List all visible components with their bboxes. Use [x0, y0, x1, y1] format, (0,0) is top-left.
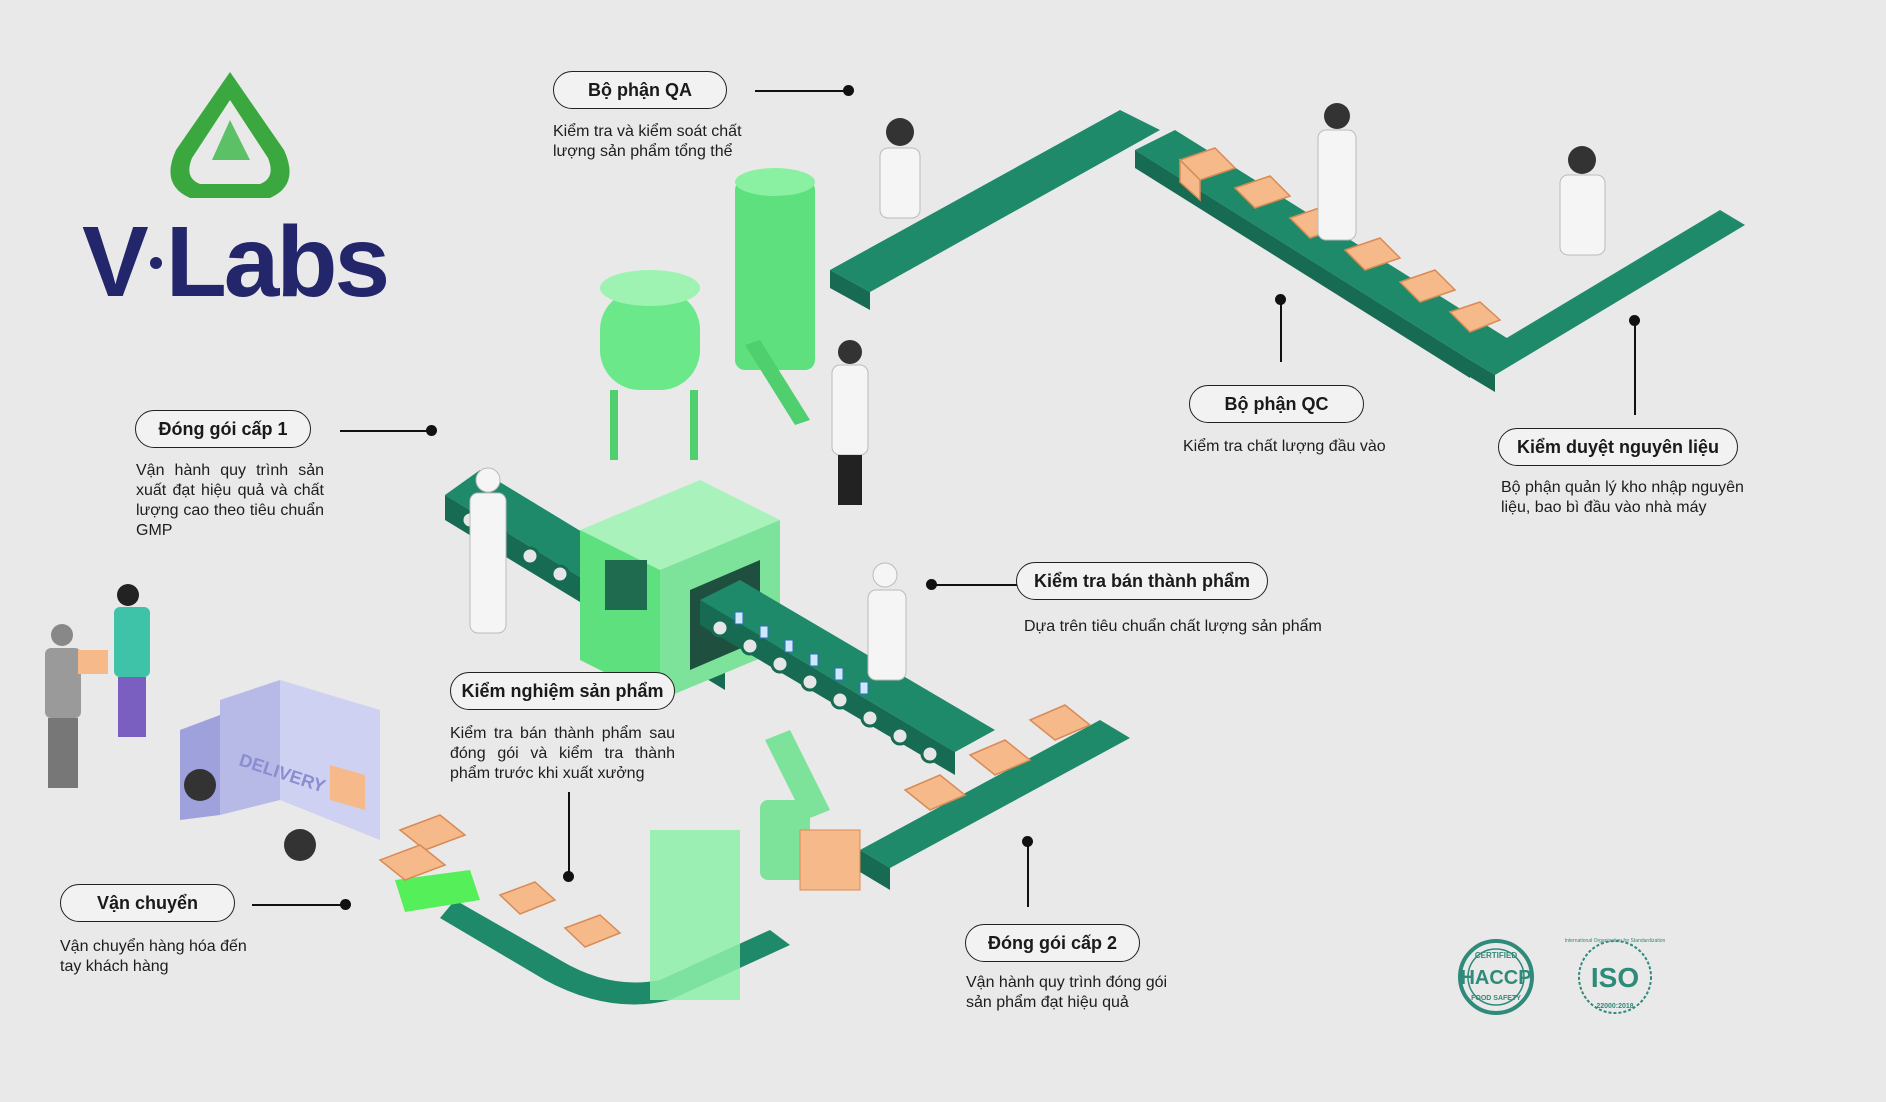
vlabs-logo-mark [170, 72, 290, 198]
pack1-desc: Vận hành quy trình sản xuất đạt hiệu quả… [136, 462, 324, 539]
brand-dot [149, 256, 162, 269]
test-dot [563, 871, 574, 882]
bottom-conveyor [378, 814, 790, 1005]
test-title: Kiểm nghiệm sản phẩm [450, 672, 675, 710]
ship-desc: Vận chuyển hàng hóa đến tay khách hàng [60, 938, 247, 975]
brand-name-right: Labs [165, 206, 390, 318]
qc-dot [1275, 294, 1286, 305]
worker-tank [831, 340, 869, 505]
iso-badge [1578, 940, 1652, 1014]
brand-name-left: V [82, 206, 149, 318]
upper-conveyor [830, 110, 1745, 392]
iso-standard: 22000:2018 [1596, 1003, 1633, 1010]
qa-title: Bộ phận QA [553, 71, 727, 109]
haccp-name: HACCP [1460, 967, 1531, 989]
pack1-leader [340, 430, 430, 432]
qc-leader [1280, 300, 1282, 362]
test-leader [568, 792, 570, 872]
pack2-title: Đóng gói cấp 2 [965, 924, 1140, 962]
robot-arm [760, 730, 861, 891]
delivery-truck [180, 680, 380, 861]
iso-name: ISO [1591, 962, 1639, 993]
qa-desc: Kiểm tra và kiểm soát chất lượng sản phẩ… [553, 123, 742, 160]
customer [114, 584, 150, 737]
raw-leader [1634, 320, 1636, 415]
qa-dot [843, 85, 854, 96]
mixing-tanks [600, 168, 815, 460]
workers [45, 103, 1606, 788]
haccp-bottom-text: FOOD SAFETY [1471, 995, 1521, 1002]
qa-leader [755, 90, 847, 92]
qc-title: Bộ phận QC [1189, 385, 1364, 423]
haccp-top-text: CERTIFIED [1475, 951, 1517, 960]
worker-semi [867, 562, 907, 681]
semi-title: Kiểm tra bán thành phẩm [1016, 562, 1268, 600]
pack2-leader [1027, 845, 1029, 907]
test-desc: Kiểm tra bán thành phẩm sau đóng gói và … [450, 725, 675, 782]
raw-title: Kiểm duyệt nguyên liệu [1498, 428, 1738, 466]
pack2-conveyor [860, 704, 1130, 890]
ship-leader [252, 904, 344, 906]
ship-title: Vận chuyển [60, 884, 235, 922]
iso-ring-text: International Organization for Standardi… [1565, 938, 1666, 944]
worker-qc [1317, 103, 1357, 241]
pack1-dot [426, 425, 437, 436]
semi-dot [926, 579, 937, 590]
haccp-badge [1458, 939, 1534, 1015]
raw-dot [1629, 315, 1640, 326]
raw-desc: Bộ phận quản lý kho nhập nguyên liệu, ba… [1501, 479, 1744, 516]
pack2-dot [1022, 836, 1033, 847]
ship-dot [340, 899, 351, 910]
semi-desc: Dựa trên tiêu chuẩn chất lượng sản phẩm [1024, 618, 1322, 635]
worker-qa [879, 118, 921, 219]
worker-pack1 [469, 467, 507, 634]
pack2-desc: Vận hành quy trình đóng gói sản phẩm đạt… [966, 974, 1168, 1011]
courier [45, 624, 108, 788]
pack1-title: Đóng gói cấp 1 [135, 410, 311, 448]
semi-leader [935, 584, 1017, 586]
worker-raw [1559, 146, 1606, 256]
qc-desc: Kiểm tra chất lượng đầu vào [1183, 438, 1386, 455]
semi-conveyor [700, 580, 995, 775]
